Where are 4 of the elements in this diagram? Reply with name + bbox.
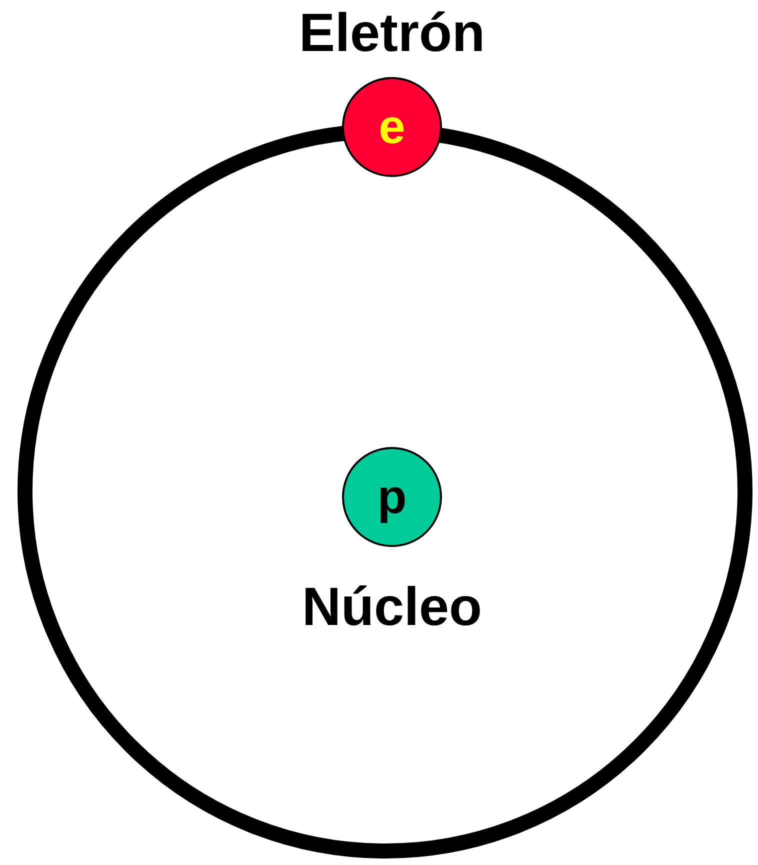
electron-circle: e — [342, 77, 442, 177]
nucleus-circle: p — [342, 447, 442, 547]
nucleus-label: Núcleo — [302, 580, 482, 634]
electron-label: Eletrón — [298, 6, 486, 60]
